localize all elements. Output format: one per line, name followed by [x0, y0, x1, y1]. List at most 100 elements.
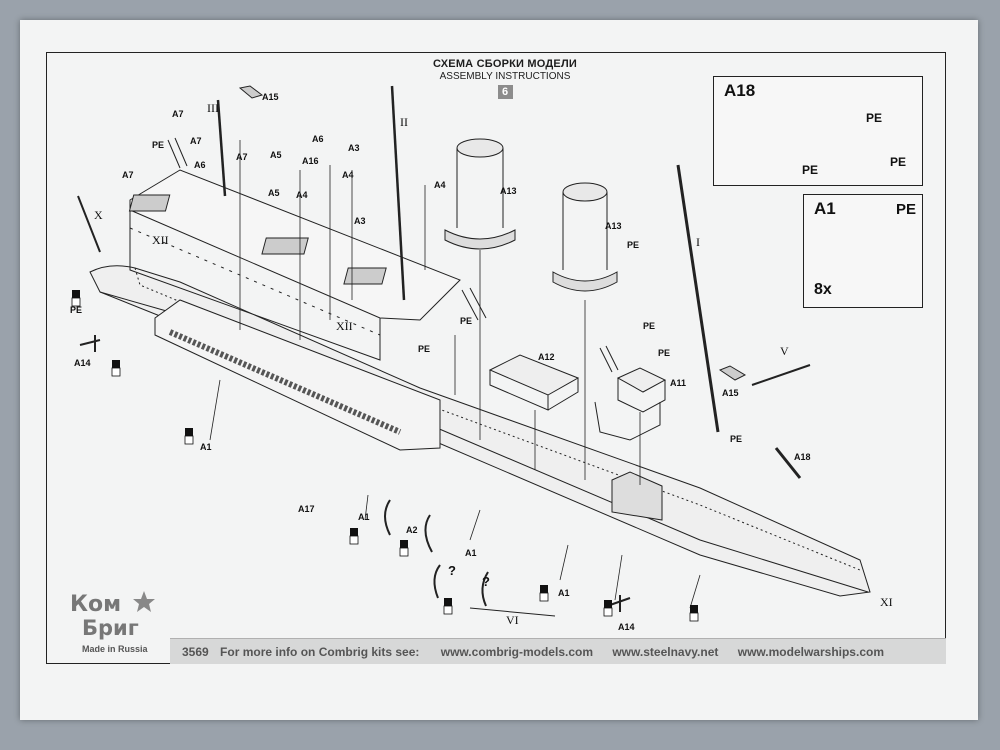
label-a7b: A7 — [190, 136, 202, 146]
label-pe8: PE — [730, 434, 742, 444]
roman-iii: III — [207, 101, 219, 115]
label-pe6: PE — [643, 321, 655, 331]
label-pe5: PE — [627, 240, 639, 250]
label-a1a: A1 — [200, 442, 212, 452]
roman-ii: II — [400, 115, 408, 129]
label-question-1: ? — [448, 563, 456, 578]
callout-labels: A15 A7 A7 A7 A7 A6 A6 A5 A5 A16 A3 A3 A4… — [70, 92, 811, 632]
mast-i — [676, 164, 720, 433]
ladder-pe-1 — [167, 137, 188, 169]
roman-i: I — [696, 235, 700, 249]
label-a7a: A7 — [172, 109, 184, 119]
mast-iii — [216, 99, 227, 197]
roman-vi: VI — [506, 613, 519, 627]
label-a1d: A1 — [558, 588, 570, 598]
davits-a2 — [384, 499, 433, 553]
inset-a1-quantity: 8x — [814, 281, 832, 298]
title-russian: СХЕМА СБОРКИ МОДЕЛИ — [433, 58, 577, 70]
roman-xii-b: XII — [336, 319, 353, 333]
label-a1b: A1 — [358, 512, 370, 522]
step-number-badge: 6 — [497, 85, 513, 99]
label-a13a: A13 — [500, 186, 517, 196]
boat-a15-top — [238, 85, 264, 99]
header-title-block: СХЕМА СБОРКИ МОДЕЛИ ASSEMBLY INSTRUCTION… — [400, 58, 610, 100]
inset-a18-heading: A18 — [724, 81, 756, 100]
jack-staff-x — [77, 195, 101, 253]
inset-a18-pe-3: PE — [890, 155, 907, 169]
roman-numerals: I II III V VI X XI XII XII — [94, 101, 893, 627]
roman-xi: XI — [880, 595, 893, 609]
footer-info-text: For more info on Combrig kits see: — [220, 645, 420, 659]
label-a16: A16 — [302, 156, 319, 166]
crane-a18 — [774, 447, 802, 479]
funnel-fore — [444, 138, 516, 250]
label-pe2: PE — [70, 305, 82, 315]
brand-line-1: Ком — [70, 592, 122, 617]
label-question-2: ? — [482, 574, 490, 589]
label-a13b: A13 — [605, 221, 622, 231]
mast-ii — [390, 85, 406, 301]
label-a7d: A7 — [122, 170, 134, 180]
roman-v: V — [780, 344, 789, 358]
roman-x: X — [94, 208, 103, 222]
deckhouse-a12 — [488, 354, 580, 396]
label-a18: A18 — [794, 452, 811, 462]
label-a7c: A7 — [236, 152, 248, 162]
footer-link-modelwarships[interactable]: www.modelwarships.com — [737, 645, 884, 659]
side-portholes — [129, 227, 381, 336]
label-a4c: A4 — [434, 180, 446, 190]
aft-deckhouse — [154, 299, 441, 451]
label-a17: A17 — [298, 504, 315, 514]
label-pe4: PE — [418, 344, 430, 354]
combrig-logo: Ком Бриг Made in Russia — [62, 590, 172, 662]
footer-info-bar: 3569 For more info on Combrig kits see: … — [170, 638, 946, 664]
roman-xii-a: XII — [152, 233, 169, 247]
label-a14a: A14 — [74, 358, 91, 368]
gun-a14-fore — [609, 595, 631, 612]
skylight-3 — [343, 267, 387, 285]
label-a6b: A6 — [312, 134, 324, 144]
deckhouse-windows — [168, 329, 402, 435]
footer-link-combrig[interactable]: www.combrig-models.com — [440, 645, 593, 659]
label-a5b: A5 — [268, 188, 280, 198]
star-icon — [133, 591, 155, 612]
gun-a14 — [79, 335, 101, 352]
skylight-1 — [128, 194, 171, 212]
inset-a18: A18 PE PE PE — [713, 76, 923, 186]
footer-link-steelnavy[interactable]: www.steelnavy.net — [612, 645, 719, 659]
footer-kit-number: 3569 — [182, 645, 209, 659]
title-english: ASSEMBLY INSTRUCTIONS — [439, 71, 571, 82]
inset-a18-pe-2: PE — [802, 163, 819, 177]
ladder-pe-3 — [599, 345, 619, 373]
label-a2: A2 — [406, 525, 418, 535]
leader-lines — [209, 140, 701, 609]
superstructure-side — [129, 210, 381, 361]
davit-frames — [433, 564, 489, 607]
label-a4b: A4 — [342, 170, 354, 180]
inset-a18-pe-1: PE — [866, 111, 883, 125]
label-a3b: A3 — [354, 216, 366, 226]
label-a12: A12 — [538, 352, 555, 362]
label-a5a: A5 — [270, 150, 282, 160]
label-a3a: A3 — [348, 143, 360, 153]
marker-icons — [71, 290, 699, 622]
label-a15-top: A15 — [262, 92, 279, 102]
label-a6a: A6 — [194, 160, 206, 170]
ladder-pe-2 — [461, 287, 487, 321]
label-a1c: A1 — [465, 548, 477, 558]
yard-v — [751, 364, 811, 386]
inset-a1: A1 PE 8x — [803, 194, 923, 308]
label-a4a: A4 — [296, 190, 308, 200]
funnel-aft — [552, 182, 618, 292]
bridge-a11 — [616, 367, 667, 393]
inset-a1-pe: PE — [896, 201, 917, 218]
label-a15-right: A15 — [722, 388, 739, 398]
inset-a1-heading: A1 — [814, 199, 836, 218]
brand-made-in: Made in Russia — [82, 644, 148, 654]
forward-bridge — [611, 471, 663, 521]
label-a14b: A14 — [618, 622, 635, 632]
skylight-2 — [261, 237, 309, 255]
brand-line-2: Бриг — [82, 616, 139, 640]
label-pe7: PE — [658, 348, 670, 358]
